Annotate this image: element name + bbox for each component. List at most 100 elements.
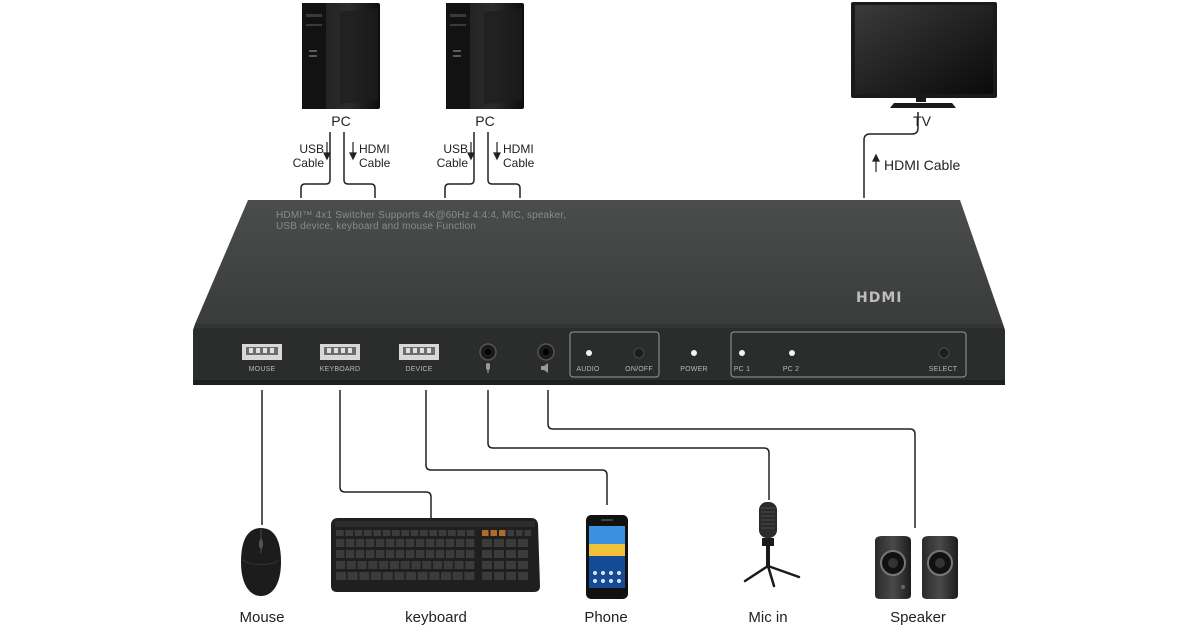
port-label-power: POWER <box>680 366 708 373</box>
tv-hdmi-cable-label: HDMI Cable <box>884 157 961 173</box>
keyboard-key <box>466 550 475 558</box>
keyboard-key <box>426 550 435 558</box>
device-description-line2: USB device, keyboard and mouse Function <box>276 221 477 232</box>
pc-tower-icon <box>302 3 380 109</box>
tv-label: TV <box>913 113 931 129</box>
keyboard-key <box>416 550 425 558</box>
keyboard-key <box>499 530 506 536</box>
audio-led <box>586 350 592 356</box>
keyboard-icon <box>331 518 540 592</box>
port-label-keyboard: KEYBOARD <box>319 366 361 373</box>
tv-hdmi-cable-line <box>863 112 919 198</box>
hdmi-cable-line <box>343 132 376 198</box>
keyboard-key <box>494 539 504 547</box>
keyboard-key <box>465 561 475 569</box>
port-label-pc1: PC 1 <box>733 366 751 373</box>
keyboard-key <box>406 550 415 558</box>
keyboard-label: keyboard <box>405 609 467 626</box>
keyboard-key <box>507 530 514 536</box>
keyboard-key <box>456 539 465 547</box>
keyboard-key <box>446 550 455 558</box>
hdmi-cable-label: HDMI Cable <box>503 142 534 170</box>
speaker-label: Speaker <box>890 609 946 626</box>
keyboard-key <box>376 550 385 558</box>
keyboard-key <box>373 530 382 536</box>
keyboard-key <box>436 550 445 558</box>
usb-cable-line <box>300 132 331 198</box>
hdmi-cable-label-line2: Cable <box>359 156 391 170</box>
keyboard-key <box>356 550 365 558</box>
pc2-label: PC <box>475 113 495 129</box>
mic-jack <box>479 343 497 373</box>
hdmi-cable-line <box>487 132 521 198</box>
keyboard-key <box>524 530 531 536</box>
mouse-icon <box>241 528 281 596</box>
keyboard-key <box>457 530 466 536</box>
usb-port-mouse <box>242 344 282 360</box>
keyboard-key <box>448 530 456 536</box>
port-label-on-off: ON/OFF <box>625 366 653 373</box>
usb-cable-label-line2: Cable <box>292 156 324 170</box>
keyboard-key <box>368 561 378 569</box>
keyboard-key <box>357 561 367 569</box>
port-label-device: DEVICE <box>405 366 433 373</box>
keyboard-key <box>482 530 489 536</box>
keyboard-key <box>406 572 417 580</box>
keyboard-key <box>392 530 400 536</box>
keyboard-key <box>366 539 375 547</box>
usb-cable-label: USB Cable <box>426 142 468 170</box>
keyboard-key <box>518 561 528 569</box>
keyboard-key <box>346 550 355 558</box>
hdmi-switcher <box>193 200 1005 385</box>
hdmi-logo: HDMI <box>856 290 903 306</box>
keyboard-key <box>482 550 492 558</box>
keyboard-key <box>452 572 463 580</box>
usb-cable-label-line1: USB <box>299 142 324 156</box>
keyboard-key <box>382 530 391 536</box>
keyboard-key <box>396 539 405 547</box>
phone-icon <box>586 515 628 599</box>
keyboard-key <box>429 530 438 536</box>
peripheral-cables <box>261 390 916 528</box>
keyboard-key <box>518 572 528 580</box>
keyboard-key <box>336 561 346 569</box>
keyboard-key <box>516 530 523 536</box>
keyboard-key <box>394 572 405 580</box>
keyboard-key <box>401 530 410 536</box>
port-label-audio: AUDIO <box>576 366 600 373</box>
hdmi-cable-label-line2: Cable <box>503 156 535 170</box>
keyboard-key <box>354 530 363 536</box>
keyboard-key <box>376 539 385 547</box>
keyboard-key <box>336 539 345 547</box>
keyboard-key <box>506 572 516 580</box>
audio-on-off-button <box>633 347 645 359</box>
usb-port-keyboard <box>320 344 360 360</box>
keyboard-key <box>506 561 516 569</box>
power-led <box>691 350 697 356</box>
keyboard-key <box>441 572 452 580</box>
keyboard-key <box>396 550 405 558</box>
speaker-icon <box>875 536 958 599</box>
hdmi-cable-label-line1: HDMI <box>359 142 390 156</box>
keyboard-key <box>456 550 465 558</box>
keyboard-key <box>420 530 428 536</box>
keyboard-key <box>406 539 415 547</box>
keyboard-key <box>432 561 443 569</box>
cable-arrows <box>323 142 880 172</box>
usb-cable-line <box>444 132 475 198</box>
usb-cable-label-line1: USB <box>443 142 468 156</box>
keyboard-cable-line <box>339 390 432 518</box>
input-cables <box>300 112 919 198</box>
usb-cable-label: USB Cable <box>282 142 324 170</box>
keyboard-key <box>443 561 453 569</box>
keyboard-key <box>346 561 356 569</box>
keyboard-key <box>426 539 435 547</box>
keyboard-key <box>429 572 440 580</box>
usb-port-device <box>399 344 439 360</box>
keyboard-key <box>389 561 400 569</box>
port-label-select: SELECT <box>928 366 958 373</box>
keyboard-key <box>345 530 354 536</box>
keyboard-key <box>482 539 492 547</box>
tv-icon <box>851 2 997 108</box>
